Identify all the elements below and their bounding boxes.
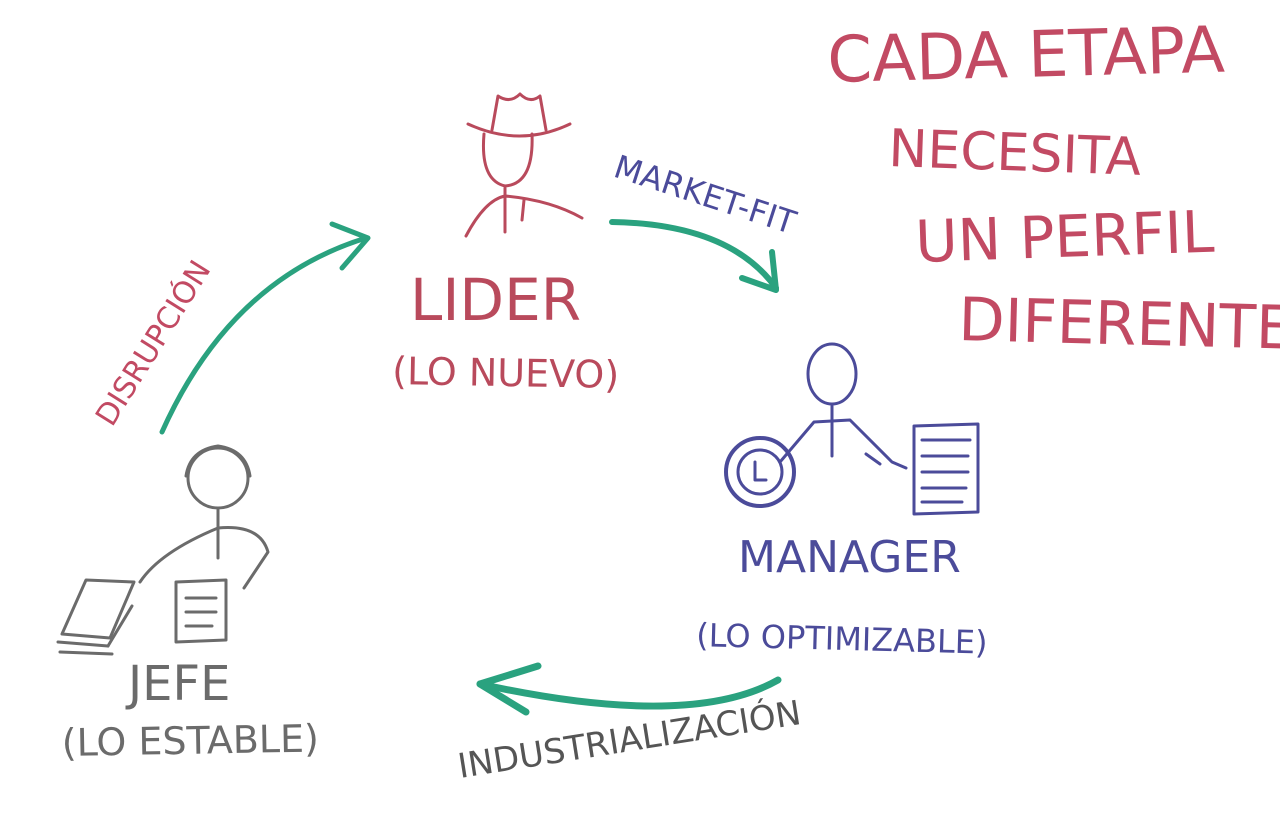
manager-name: MANAGER: [738, 532, 961, 583]
industrialization-arrow: [476, 662, 782, 716]
disruption-arrow: [159, 221, 371, 435]
cowboy-hat-figure-icon: [464, 92, 584, 238]
heading: CADA ETAPA NECESITA UN PERFIL DIFERENTE: [826, 14, 1280, 364]
disruption-label: DISRUPCIÓN: [87, 253, 218, 432]
manager-description: (LO OPTIMIZABLE): [696, 616, 988, 662]
heading-line-3: UN PERFIL: [914, 198, 1215, 276]
leader-label: LIDER (LO NUEVO): [392, 266, 620, 397]
figure-with-documents-icon: [56, 444, 270, 656]
figure-with-clock-and-checklist-icon: [724, 342, 980, 516]
market-fit-arrow: [609, 219, 779, 293]
boss-description: (LO ESTABLE): [61, 717, 319, 765]
boss-name: JEFE: [125, 656, 230, 712]
heading-line-4: DIFERENTE: [958, 285, 1280, 364]
leader-description: (LO NUEVO): [392, 349, 620, 397]
leader-name: LIDER: [410, 266, 581, 334]
boss-label: JEFE (LO ESTABLE): [61, 656, 319, 765]
heading-line-2: NECESITA: [888, 119, 1143, 188]
market-fit-label: MARKET-FIT: [610, 147, 801, 242]
manager-label: MANAGER (LO OPTIMIZABLE): [696, 532, 988, 662]
heading-line-1: CADA ETAPA: [826, 14, 1225, 98]
